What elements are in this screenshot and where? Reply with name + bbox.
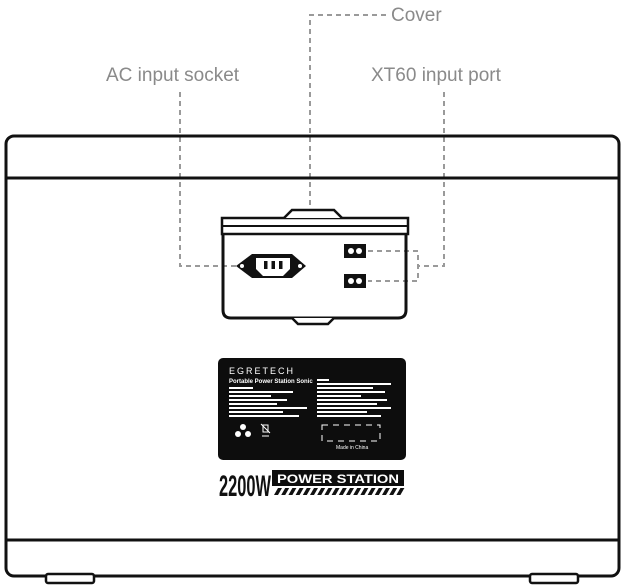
left-foot <box>44 572 96 585</box>
xt60-input-port-lower[interactable] <box>344 274 366 288</box>
made-in-china-text: Made in China <box>336 445 368 451</box>
hazard-stripe <box>310 488 318 495</box>
hazard-stripes <box>274 488 405 495</box>
right-foot <box>528 572 580 585</box>
xt60-pin <box>348 248 354 254</box>
xt60-bracket-line <box>368 250 419 282</box>
hazard-stripe <box>295 488 304 495</box>
station-housing <box>4 134 621 585</box>
brand-logo-text: EGRETECH <box>229 366 295 376</box>
hazard-stripe <box>389 488 398 495</box>
ac-socket-pin <box>264 261 268 269</box>
rating-label-plate: EGRETECH Portable Power Station Sonic <box>218 358 406 460</box>
hazard-stripe <box>353 488 362 495</box>
recycle-icon <box>235 424 251 437</box>
hazard-stripe <box>338 488 347 495</box>
xt60-input-port-upper[interactable] <box>344 244 366 258</box>
hazard-stripe <box>324 488 333 495</box>
housing-outline <box>4 134 621 578</box>
ac-socket-screw <box>240 264 244 268</box>
hazard-stripe <box>302 488 311 495</box>
cover-leader-line <box>309 14 386 208</box>
hazard-stripe <box>288 488 297 495</box>
ac-socket-pin <box>279 261 283 269</box>
product-wordmark: 2200W POWER STATION <box>219 470 405 503</box>
power-station-banner <box>272 470 404 486</box>
ac-input-socket-label: AC input socket <box>106 65 240 86</box>
model-name-text: Portable Power Station Sonic <box>229 379 313 385</box>
cover-grip-bottom <box>291 317 335 326</box>
spec-text-left <box>229 387 307 417</box>
xt60-pin <box>356 278 362 284</box>
hazard-stripe <box>374 488 383 495</box>
hazard-stripe <box>360 488 369 495</box>
ac-input-leader-line <box>179 92 238 267</box>
xt60-leader-line <box>418 92 445 267</box>
hazard-stripe <box>382 488 390 495</box>
hazard-stripe <box>396 488 405 495</box>
input-cover-panel <box>220 208 410 326</box>
hazard-stripe <box>281 488 290 495</box>
xt60-port-housing <box>344 244 366 258</box>
disposal-bin-icon <box>260 423 271 437</box>
xt60-pin <box>356 248 362 254</box>
xt60-pin <box>348 278 354 284</box>
hazard-stripe <box>367 488 376 495</box>
barcode-placeholder <box>321 424 381 442</box>
xt60-input-port-label: XT60 input port <box>371 65 502 86</box>
hazard-stripe <box>317 488 326 495</box>
spec-text-right <box>317 379 391 417</box>
cover-label: Cover <box>391 5 442 26</box>
hazard-stripe <box>346 488 354 495</box>
power-station-text: POWER STATION <box>277 472 399 486</box>
ac-socket-screw <box>298 264 302 268</box>
cover-grip-top <box>283 208 343 219</box>
ac-input-socket[interactable] <box>236 254 306 278</box>
wattage-text: 2200W <box>219 470 271 503</box>
hazard-stripe <box>274 488 282 495</box>
xt60-port-housing <box>344 274 366 288</box>
hazard-stripe <box>331 488 340 495</box>
ac-socket-pin <box>271 261 275 269</box>
